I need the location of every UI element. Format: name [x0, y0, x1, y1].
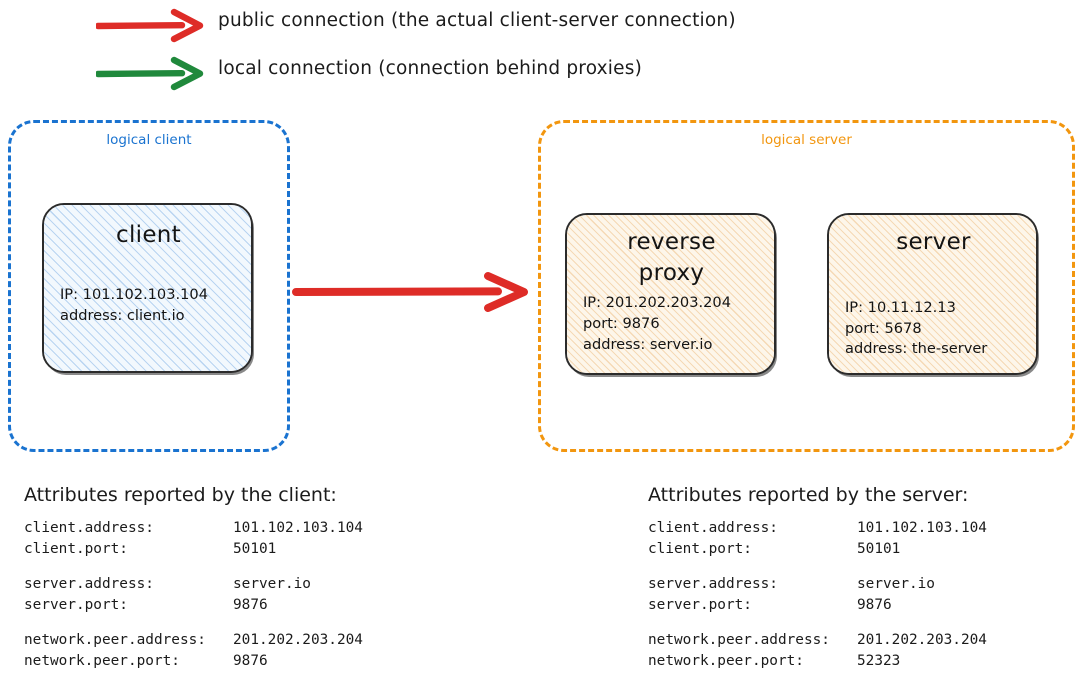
attribute-value: 201.202.203.204	[857, 632, 987, 649]
attribute-row: network.peer.address: 201.202.203.204	[24, 630, 363, 651]
attribute-key: client.port:	[648, 541, 752, 558]
client-attributes-group: server.address: server.io server.port: 987…	[24, 574, 363, 616]
attribute-value: 9876	[233, 653, 268, 670]
attribute-key: network.peer.address:	[24, 632, 206, 649]
client-attributes-group: network.peer.address: 201.202.203.204 net…	[24, 630, 363, 672]
server-node-port: port: 5678	[845, 319, 922, 337]
legend-label-public-connection: public connection (the actual client-ser…	[218, 10, 736, 31]
attribute-value: server.io	[857, 576, 935, 593]
attribute-value: 101.102.103.104	[857, 520, 987, 536]
attribute-key: client.address:	[24, 520, 154, 536]
server-attributes-block: Attributes reported by the server: clien…	[648, 484, 987, 686]
attribute-value: 201.202.203.204	[233, 632, 363, 649]
attribute-key: client.port:	[24, 541, 128, 558]
client-node-ip: IP: 101.102.103.104	[60, 286, 208, 304]
reverse-proxy-node[interactable]: reverse proxy IP: 201.202.203.204 port: …	[565, 213, 776, 375]
logical-server-container: logical server	[538, 120, 1075, 452]
attribute-row: client.address: 101.102.103.104	[648, 518, 987, 539]
client-node-details: IP: 101.102.103.104 address: client.io	[60, 285, 237, 326]
server-node[interactable]: server IP: 10.11.12.13 port: 5678 addres…	[827, 213, 1038, 375]
attribute-value: server.io	[233, 576, 311, 593]
attribute-key: client.address:	[648, 520, 778, 536]
attribute-key: server.port:	[648, 597, 752, 614]
client-node-title: client	[116, 222, 181, 248]
server-attributes-group: network.peer.address: 201.202.203.204 net…	[648, 630, 987, 672]
legend: public connection (the actual client-ser…	[0, 0, 1080, 104]
attribute-key: network.peer.address:	[648, 632, 830, 649]
attribute-key: network.peer.port:	[24, 653, 180, 670]
attribute-row: server.address: server.io	[648, 574, 987, 595]
attribute-row: client.port: 50101	[648, 539, 987, 560]
legend-item-public-connection: public connection (the actual client-ser…	[0, 6, 1080, 46]
attribute-value: 52323	[857, 653, 901, 670]
attribute-row: server.port: 9876	[648, 595, 987, 616]
server-attributes-group: client.address: 101.102.103.104 client.po…	[648, 518, 987, 560]
attribute-row: network.peer.port: 9876	[24, 651, 363, 672]
attribute-key: server.address:	[648, 576, 778, 593]
logical-client-label: logical client	[106, 132, 192, 148]
attribute-key: network.peer.port:	[648, 653, 804, 670]
client-attributes-block: Attributes reported by the client: clien…	[24, 484, 363, 686]
client-node-address: address: client.io	[60, 306, 185, 324]
attribute-row: network.peer.port: 52323	[648, 651, 987, 672]
attribute-value: 50101	[857, 541, 901, 558]
reverse-proxy-node-ip: IP: 201.202.203.204	[583, 294, 731, 312]
client-node[interactable]: client IP: 101.102.103.104 address: clie…	[42, 203, 253, 373]
server-node-details: IP: 10.11.12.13 port: 5678 address: the-…	[845, 298, 1022, 360]
attribute-value: 101.102.103.104	[233, 520, 363, 536]
server-attributes-group: server.address: server.io server.port: 987…	[648, 574, 987, 616]
legend-item-local-connection: local connection (connection behind prox…	[0, 54, 1080, 94]
server-node-ip: IP: 10.11.12.13	[845, 299, 956, 317]
client-attributes-group: client.address: 101.102.103.104 client.po…	[24, 518, 363, 560]
reverse-proxy-node-title-line1: reverse	[627, 229, 716, 255]
attribute-value: 50101	[233, 541, 277, 558]
reverse-proxy-node-title-line2: proxy	[638, 260, 705, 287]
logical-client-container: logical client	[8, 120, 290, 452]
reverse-proxy-node-port: port: 9876	[583, 314, 660, 332]
server-node-title: server	[896, 229, 971, 255]
legend-label-local-connection: local connection (connection behind prox…	[218, 58, 642, 79]
client-attributes-heading: Attributes reported by the client:	[24, 484, 337, 506]
logical-server-label: logical server	[761, 132, 852, 148]
attribute-value: 9876	[857, 597, 892, 614]
public-connection-arrow	[292, 272, 528, 312]
attribute-row: server.port: 9876	[24, 595, 363, 616]
green-arrow-icon	[96, 56, 204, 91]
server-node-address: address: the-server	[845, 340, 988, 358]
server-attributes-heading: Attributes reported by the server:	[648, 484, 969, 506]
attribute-row: client.address: 101.102.103.104	[24, 518, 363, 539]
reverse-proxy-node-details: IP: 201.202.203.204 port: 9876 address: …	[583, 293, 760, 355]
attribute-key: server.address:	[24, 576, 154, 593]
attribute-row: network.peer.address: 201.202.203.204	[648, 630, 987, 651]
attribute-row: server.address: server.io	[24, 574, 363, 595]
red-arrow-icon	[96, 8, 204, 43]
attribute-value: 9876	[233, 597, 268, 614]
attribute-key: server.port:	[24, 597, 128, 614]
attribute-row: client.port: 50101	[24, 539, 363, 560]
reverse-proxy-node-address: address: server.io	[583, 335, 713, 353]
